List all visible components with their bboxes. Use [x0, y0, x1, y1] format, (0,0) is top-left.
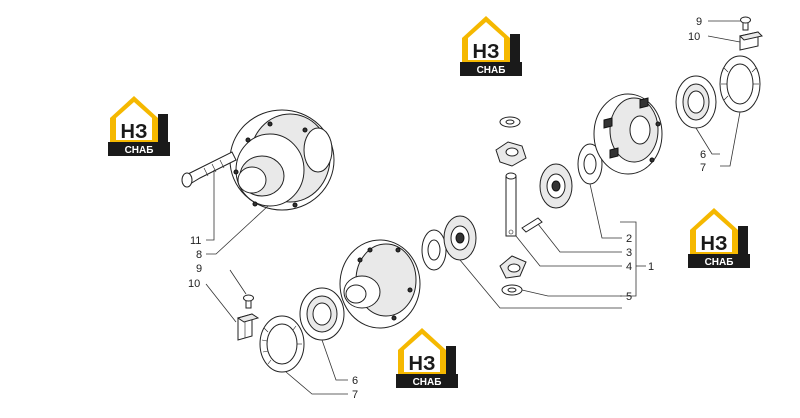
leader-7-right	[720, 111, 741, 167]
small-screw-right	[740, 16, 751, 31]
leader-6-right	[695, 127, 720, 155]
pinion-shaft	[505, 172, 517, 237]
lock-pin	[521, 217, 543, 233]
tapered-bearing-left	[299, 287, 345, 341]
brand-logo-left: НЗ СНАБ	[108, 96, 170, 156]
side-gear-upper	[539, 163, 573, 209]
differential-housing-assembled	[229, 109, 335, 211]
logo-mark-letters: НЗ	[409, 353, 436, 375]
pinion-washer-upper	[499, 116, 521, 128]
logo-wordmark: СНАБ	[477, 65, 506, 76]
thrust-washer-right	[577, 143, 603, 185]
leader-8	[206, 205, 269, 255]
pinion-gear-lower	[499, 255, 527, 279]
brand-logo-top: НЗ СНАБ	[460, 16, 522, 76]
adjusting-ring-left	[259, 315, 305, 373]
callout-6-left: 6	[352, 375, 358, 387]
callout-10-left: 10	[188, 278, 200, 290]
leader-6-left	[321, 339, 348, 381]
lock-clip-left	[236, 313, 260, 341]
logo-mark-letters: НЗ	[701, 233, 728, 255]
callout-11: 11	[190, 235, 201, 247]
callout-9-left: 9	[196, 263, 202, 275]
small-screw-left	[243, 294, 254, 309]
leader-4	[515, 235, 622, 267]
callout-5: 5	[626, 291, 632, 303]
leader-7-left	[285, 371, 348, 395]
logo-wordmark: СНАБ	[413, 377, 442, 388]
logo-wordmark: СНАБ	[705, 257, 734, 268]
differential-housing-half	[339, 239, 421, 329]
callout-6-right: 6	[700, 149, 706, 161]
logo-mark-letters: НЗ	[473, 41, 500, 63]
side-gear-lower	[443, 215, 477, 261]
leader-10-right	[707, 35, 741, 43]
brand-logo-right: НЗ СНАБ	[688, 208, 750, 268]
pinion-washer-lower	[501, 284, 523, 296]
leader-11	[206, 170, 215, 241]
callout-8: 8	[196, 249, 202, 261]
leader-10-left	[205, 283, 237, 323]
tapered-bearing-right	[675, 75, 717, 129]
brand-logo-bottom: НЗ СНАБ	[396, 328, 458, 388]
callout-7-left: 7	[352, 389, 358, 401]
leader-9-left	[229, 269, 247, 295]
thrust-washer-left	[421, 229, 447, 271]
bracket-group-1	[620, 221, 637, 297]
leader-2	[589, 183, 622, 239]
differential-housing-half-upper	[593, 93, 663, 175]
lock-clip-right	[739, 31, 763, 51]
logo-wordmark: СНАБ	[125, 145, 154, 156]
leader-3	[537, 223, 622, 253]
callout-1: 1	[648, 261, 654, 273]
leader-5a	[521, 289, 622, 297]
callout-3: 3	[626, 247, 632, 259]
callout-7-right: 7	[700, 162, 706, 174]
callout-2: 2	[626, 233, 632, 245]
callout-4: 4	[626, 261, 632, 273]
flange-bolt	[181, 151, 237, 188]
pinion-gear-upper	[495, 141, 527, 167]
callout-10-right: 10	[688, 31, 700, 43]
callout-9-right: 9	[696, 16, 702, 28]
adjusting-ring-right	[719, 55, 761, 113]
leader-5b	[459, 259, 622, 309]
logo-mark-letters: НЗ	[121, 121, 148, 143]
